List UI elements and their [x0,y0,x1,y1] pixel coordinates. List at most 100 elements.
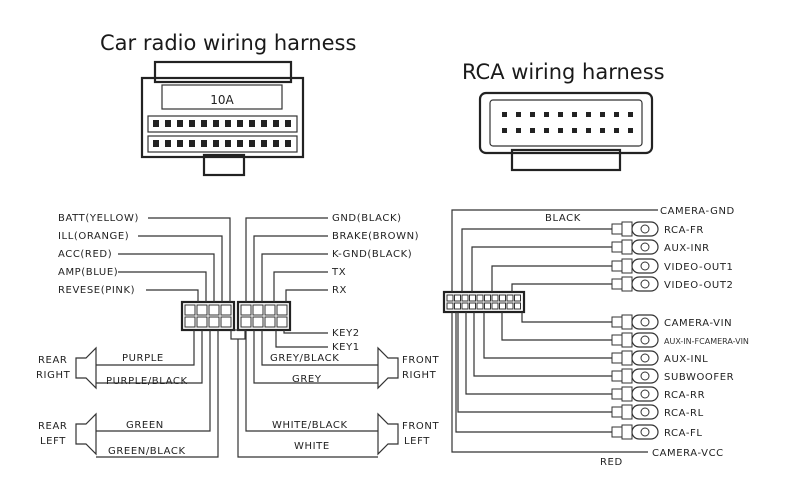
radio-pin [165,120,171,127]
label-camera-gnd: CAMERA-GND [660,206,735,217]
wire-label-ill: ILL(ORANGE) [58,231,129,242]
rca-wire [511,283,612,292]
label-green: GREEN [126,420,164,431]
svg-text:RIGHT: RIGHT [36,370,71,381]
label-black: BLACK [545,213,581,224]
radio-harness-plug [180,300,292,340]
radio-pin [165,140,171,147]
speaker-rear-right: REAR RIGHT [36,346,97,390]
svg-text:REAR: REAR [38,355,67,366]
radio-pin [201,120,207,127]
rca-label-7: SUBWOOFER [664,372,734,383]
radio-pin [225,120,231,127]
rca-label-1: AUX-INR [664,243,710,254]
rca-plug-cell [514,294,521,302]
wire-label-amp: AMP(BLUE) [58,267,118,278]
rca-plug-cell [506,294,514,302]
rca-pin [558,112,563,117]
car-radio-connector: 10A [140,60,305,177]
wire-label-key1: KEY1 [332,342,360,353]
plug-cell [276,304,288,316]
rca-pin [586,128,591,133]
label-camera-vcc: CAMERA-VCC [652,448,724,459]
label-purple: PURPLE [122,353,164,364]
rca-plug-cell [506,302,514,310]
rca-jack [611,368,659,384]
rca-jack [611,314,659,330]
rca-plug-cell [461,294,469,302]
radio-pin [153,140,159,147]
wire-label-key2: KEY2 [332,328,360,339]
rca-pin [502,128,507,133]
plug-cell [220,316,232,328]
plug-cell [208,316,220,328]
rca-pin [530,112,535,117]
wire-label-brake: BRAKE(BROWN) [332,231,419,242]
rca-label-5: AUX-IN-FCAMERA-VIN [664,337,749,346]
radio-pin [213,140,219,147]
svg-text:FRONT: FRONT [402,355,439,366]
rca-pin [614,128,619,133]
rca-plug-cell [514,302,521,310]
rca-output-rows: RCA-FR AUX-INR VIDEO-OUT1 VIDEO-OUT2 CAM… [455,221,749,440]
rca-pin [600,128,605,133]
radio-pin [261,140,267,147]
plug-cell [196,304,208,316]
radio-pin [249,120,255,127]
plug-cell [196,316,208,328]
rca-pin [572,128,577,133]
rca-pin [614,112,619,117]
svg-text:REAR: REAR [38,421,67,432]
rca-plug-cell [491,294,499,302]
wire-label-acc: ACC(RED) [58,249,112,260]
rca-pin [516,112,521,117]
rca-plug-cell [491,302,499,310]
radio-pin [261,120,267,127]
plug-cell [264,304,276,316]
radio-pin [285,140,291,147]
svg-text:LEFT: LEFT [40,436,66,447]
rca-plug-cell [499,294,506,302]
rca-wire [483,312,612,359]
rca-plug-cell [461,302,469,310]
rca-title: RCA wiring harness [462,60,665,84]
rca-jack [611,424,659,440]
connector-label: 10A [210,93,234,107]
radio-pin [177,140,183,147]
rca-jack [611,332,659,348]
label-green-black: GREEN/BLACK [108,446,186,457]
label-red: RED [600,457,623,468]
rca-wire [491,265,612,292]
rca-label-3: VIDEO-OUT2 [664,280,734,291]
label-white: WHITE [294,441,330,452]
plug-cell [220,304,232,316]
plug-cell [276,316,288,328]
label-white-black: WHITE/BLACK [272,420,348,431]
rca-pin [628,112,633,117]
plug-cell [208,304,220,316]
radio-pin [153,120,159,127]
rca-wire [473,312,612,377]
rca-plug-cell [476,302,484,310]
left-wire-labels: BATT(YELLOW) ILL(ORANGE) ACC(RED) AMP(BL… [58,213,138,296]
svg-text:LEFT: LEFT [404,436,430,447]
rca-pin [502,112,507,117]
plug-cell [184,304,196,316]
label-purple-black: PURPLE/BLACK [106,376,188,387]
rca-pin [544,112,549,117]
plug-cell [240,304,252,316]
radio-pin [177,120,183,127]
rca-plug-cell [446,294,454,302]
rca-wire [465,312,612,395]
speaker-rear-left: REAR LEFT [38,412,97,456]
rca-harness-plug [442,290,526,314]
right-wires [245,217,328,348]
label-grey-black: GREY/BLACK [270,353,339,364]
plug-cell [240,316,252,328]
rca-jack [611,276,659,292]
rca-connector [478,91,654,172]
rca-plug-cell [446,302,454,310]
rca-jack [611,258,659,274]
rca-plug-cell [469,294,476,302]
radio-pin [237,140,243,147]
